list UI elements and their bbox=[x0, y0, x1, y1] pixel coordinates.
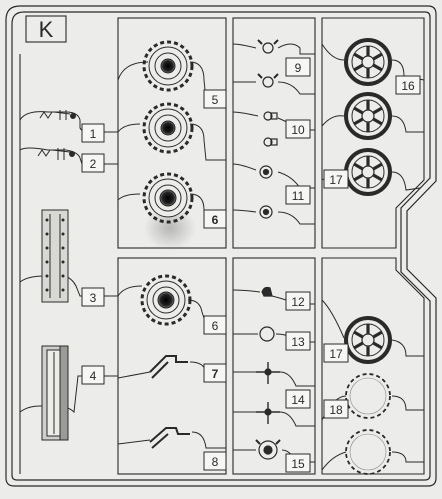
part-number-label: 12 bbox=[291, 295, 305, 309]
part-tag-6a: 6 bbox=[203, 209, 227, 229]
part-2-shape bbox=[37, 148, 75, 160]
part-tag-17b: 17 bbox=[323, 343, 349, 363]
part-number-label: 14 bbox=[291, 393, 305, 407]
panel-top-wheels bbox=[321, 17, 425, 249]
part-tag-15: 15 bbox=[285, 453, 311, 473]
part-number-label: 16 bbox=[401, 79, 415, 93]
runner-panels bbox=[19, 17, 425, 475]
part-number-label: 15 bbox=[291, 457, 305, 471]
part-1-shape bbox=[39, 110, 76, 120]
wheel-parts bbox=[344, 38, 392, 475]
part-11-shape-b bbox=[259, 205, 273, 219]
part-number-tags: 1 2 3 4 5 6 6 7 8 9 10 11 12 13 14 15 16… bbox=[81, 57, 421, 473]
gear-part-5a bbox=[142, 40, 194, 92]
frame-inner bbox=[11, 11, 431, 481]
part-tag-11: 11 bbox=[285, 185, 311, 205]
part-4-shape bbox=[41, 345, 69, 441]
panel-bottom-small bbox=[232, 257, 316, 475]
part-number-label: 5 bbox=[212, 93, 219, 107]
part-14-shape-b bbox=[256, 402, 280, 424]
wheel-part-17b bbox=[344, 316, 392, 364]
part-number-label: 6 bbox=[212, 319, 219, 333]
sprue-letter: K bbox=[39, 17, 54, 42]
wheel-part-16b bbox=[344, 92, 392, 140]
part-tag-2: 2 bbox=[81, 153, 105, 173]
arm-part-8 bbox=[149, 427, 190, 449]
part-tag-3: 3 bbox=[81, 287, 105, 307]
part-3-shape bbox=[41, 209, 69, 303]
part-tag-7: 7 bbox=[203, 363, 227, 383]
part-tag-13: 13 bbox=[285, 331, 311, 351]
part-tag-12: 12 bbox=[285, 291, 311, 311]
small-parts-bottom bbox=[255, 286, 281, 460]
gear-part-6b bbox=[140, 274, 192, 326]
part-11-shape-a bbox=[259, 165, 273, 179]
part-13-shape bbox=[259, 326, 275, 342]
gear-part-6a bbox=[142, 172, 194, 224]
frame-outer bbox=[5, 5, 437, 487]
wheel-part-16a bbox=[344, 38, 392, 86]
gear-part-5b bbox=[142, 102, 194, 154]
panel-top-small bbox=[232, 17, 316, 249]
ring-part-18b bbox=[345, 429, 391, 475]
ring-part-18a bbox=[345, 373, 391, 419]
sprue-label: K bbox=[25, 15, 67, 43]
part-number-label: 17 bbox=[329, 173, 343, 187]
part-number-label: 10 bbox=[291, 123, 305, 137]
part-10-shape-b bbox=[263, 137, 278, 147]
part-9-shape-a bbox=[257, 39, 279, 54]
gear-parts bbox=[140, 40, 196, 449]
part-number-label: 6 bbox=[212, 213, 219, 227]
part-10-shape-a bbox=[263, 111, 278, 121]
part-tag-18: 18 bbox=[323, 399, 349, 419]
part-tag-4: 4 bbox=[81, 365, 105, 385]
wheel-part-17a bbox=[344, 148, 392, 196]
part-number-label: 9 bbox=[295, 61, 302, 75]
part-number-label: 18 bbox=[329, 403, 343, 417]
sprue-frame bbox=[5, 5, 437, 487]
part-tag-5: 5 bbox=[203, 89, 227, 109]
part-tag-14: 14 bbox=[285, 389, 311, 409]
part-tag-17a: 17 bbox=[323, 169, 349, 189]
part-tag-16: 16 bbox=[395, 75, 421, 95]
part-15-shape bbox=[255, 439, 281, 460]
part-tag-9: 9 bbox=[285, 57, 311, 77]
part-12-shape bbox=[261, 286, 273, 297]
part-number-label: 7 bbox=[212, 367, 219, 381]
part-number-label: 1 bbox=[90, 127, 97, 141]
part-number-label: 2 bbox=[90, 157, 97, 171]
part-number-label: 13 bbox=[291, 335, 305, 349]
small-parts-top bbox=[257, 39, 279, 219]
part-tag-1: 1 bbox=[81, 123, 105, 143]
part-number-label: 3 bbox=[90, 291, 97, 305]
part-14-shape-a bbox=[256, 362, 280, 384]
part-tag-6b: 6 bbox=[203, 315, 227, 335]
part-number-label: 17 bbox=[329, 347, 343, 361]
panel-bottom-wheels bbox=[321, 257, 425, 475]
part-tag-8: 8 bbox=[203, 451, 227, 471]
part-number-label: 4 bbox=[90, 369, 97, 383]
part-number-label: 11 bbox=[292, 189, 305, 203]
part-number-label: 8 bbox=[212, 455, 219, 469]
left-parts bbox=[37, 110, 76, 441]
part-9-shape-b bbox=[257, 73, 279, 88]
part-tag-10: 10 bbox=[285, 119, 311, 139]
arm-part-7 bbox=[149, 355, 188, 379]
